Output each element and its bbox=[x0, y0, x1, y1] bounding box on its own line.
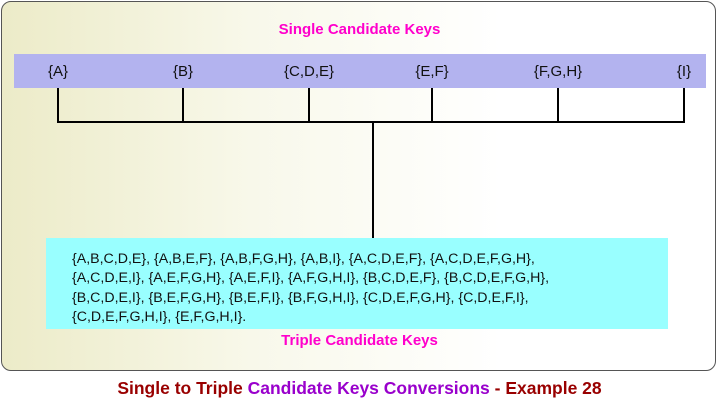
triple-keys-line: {A,B,C,D,E}, {A,B,E,F}, {A,B,F,G,H}, {A,… bbox=[72, 251, 535, 267]
triple-keys-title: Triple Candidate Keys bbox=[281, 332, 438, 349]
triple-keys-line: {B,C,D,E,I}, {B,E,F,G,H}, {B,E,F,I}, {B,… bbox=[72, 289, 529, 306]
key-b: {B} bbox=[172, 63, 194, 80]
key-i: {I} bbox=[676, 63, 692, 80]
single-keys-bar bbox=[14, 54, 706, 88]
triple-keys-box bbox=[46, 238, 668, 329]
key-cde: {C,D,E} bbox=[283, 63, 335, 80]
caption-part-2: Candidate Keys Conversions bbox=[247, 378, 490, 398]
figure-caption: Single to Triple Candidate Keys Conversi… bbox=[0, 378, 719, 399]
key-fgh: {F,G,H} bbox=[533, 63, 583, 80]
caption-part-1: Single to Triple bbox=[117, 378, 248, 398]
key-ef: {E,F} bbox=[415, 63, 449, 80]
caption-part-3: - Example 28 bbox=[489, 378, 602, 398]
triple-keys-list: {A,B,C,D,E}, {A,B,E,F}, {A,B,F,G,H}, {A,… bbox=[72, 250, 662, 327]
triple-keys-line: {A,C,D,E,I}, {A,E,F,G,H}, {A,E,F,I}, {A,… bbox=[72, 270, 550, 287]
single-keys-title: Single Candidate Keys bbox=[278, 21, 441, 38]
key-a: {A} bbox=[47, 63, 69, 80]
triple-keys-line: {C,D,E,F,G,H,I}, {E,F,G,H,I}. bbox=[72, 308, 247, 325]
